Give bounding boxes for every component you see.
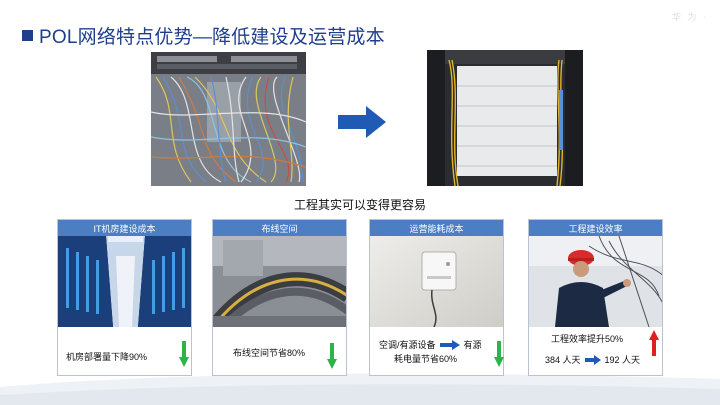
- card-stat-text: 机房部署量下降90%: [66, 352, 148, 362]
- down-arrow-icon: [179, 341, 189, 367]
- slide-title: POL网络特点优势—降低建设及运营成本: [39, 27, 385, 48]
- card-header: IT机房建设成本: [58, 220, 191, 236]
- card-stat-part: 有源: [463, 340, 482, 350]
- card-stat-line-2: 耗电量节省60%: [394, 354, 458, 364]
- card-it-room-cost: IT机房建设成本: [57, 219, 192, 376]
- wall-device-photo: [370, 236, 503, 327]
- card-body: 工程效率提升50% 384 人天 192 人天: [529, 327, 662, 375]
- card-header: 运营能耗成本: [370, 220, 503, 236]
- title-square-icon: [22, 30, 33, 41]
- down-arrow-icon: [494, 341, 504, 367]
- worker-photo: [529, 236, 662, 327]
- card-header: 布线空间: [213, 220, 346, 236]
- card-stat-text: 布线空间节省80%: [233, 348, 306, 358]
- card-construction-efficiency: 工程建设效率 工程效率提升50%: [528, 219, 663, 376]
- card-stat-line-1: 空调/有源设备 有源: [379, 338, 482, 351]
- card-body: 机房部署量下降90%: [58, 327, 191, 375]
- title-row: POL网络特点优势—降低建设及运营成本: [22, 22, 385, 49]
- right-arrow-icon: [584, 354, 601, 365]
- transition-arrow-icon: [338, 106, 386, 138]
- card-body: 布线空间节省80%: [213, 327, 346, 375]
- before-cabling-photo: [151, 52, 306, 186]
- after-cabinet-photo: [427, 50, 583, 186]
- watermark: 华 为 ·: [672, 12, 708, 22]
- card-stat-comparison: 384 人天 192 人天: [545, 353, 640, 366]
- cable-tray-photo: [213, 236, 346, 327]
- effort-before: 384 人天: [545, 355, 581, 365]
- card-stat-part: 空调/有源设备: [379, 340, 436, 350]
- right-arrow-icon: [439, 339, 460, 350]
- card-stat-text: 工程效率提升50%: [551, 334, 624, 344]
- card-cabling-space: 布线空间 布线空间节省80%: [212, 219, 347, 376]
- effort-after: 192 人天: [604, 355, 641, 365]
- up-arrow-icon: [649, 330, 659, 356]
- down-arrow-icon: [327, 343, 337, 369]
- slide-subtitle: 工程其实可以变得更容易: [293, 198, 426, 212]
- card-energy-cost: 运营能耗成本 空调/有源设备: [369, 219, 504, 376]
- card-body: 空调/有源设备 有源 耗电量节省60%: [370, 327, 504, 375]
- bottom-swoosh-decoration: [0, 373, 720, 405]
- card-header: 工程建设效率: [529, 220, 662, 236]
- datacenter-photo: [58, 236, 191, 327]
